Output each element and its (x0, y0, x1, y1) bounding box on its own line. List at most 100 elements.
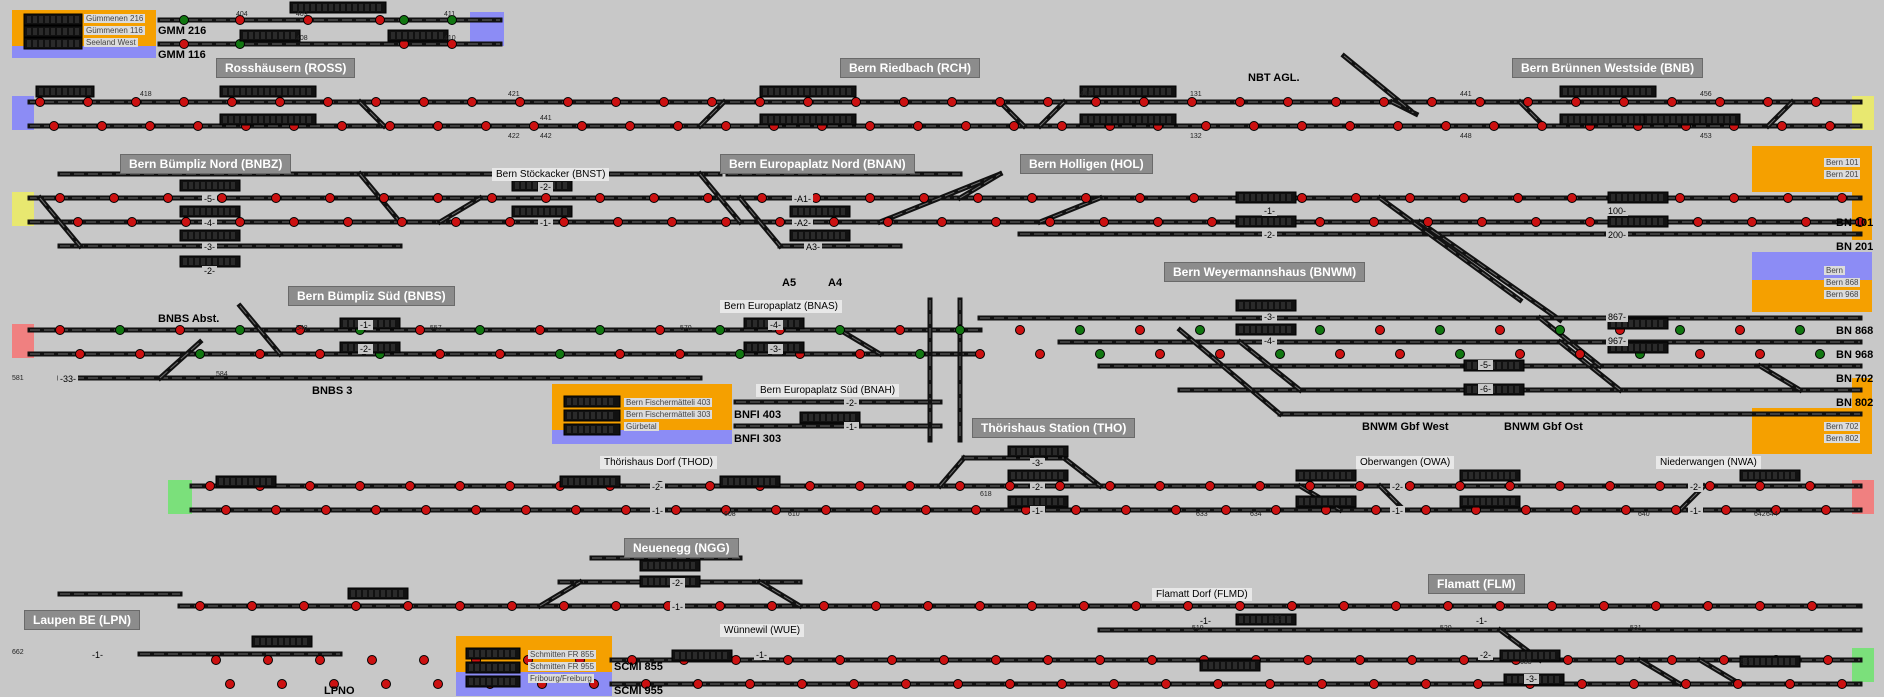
signal-lamp[interactable] (1537, 121, 1547, 131)
signal-lamp[interactable] (1423, 217, 1433, 227)
signal-lamp[interactable] (295, 325, 305, 335)
signal-lamp[interactable] (521, 505, 531, 515)
signal-lamp[interactable] (1153, 217, 1163, 227)
signal-lamp[interactable] (1005, 481, 1015, 491)
signal-lamp[interactable] (1571, 97, 1581, 107)
signal-lamp[interactable] (397, 217, 407, 227)
signal-lamp[interactable] (559, 601, 569, 611)
signal-lamp[interactable] (1807, 601, 1817, 611)
signal-lamp[interactable] (367, 655, 377, 665)
signal-lamp[interactable] (323, 97, 333, 107)
signal-lamp[interactable] (235, 15, 245, 25)
panel-bn-top-orange[interactable] (1752, 146, 1872, 192)
signal-lamp[interactable] (1235, 97, 1245, 107)
signal-lamp[interactable] (1043, 655, 1053, 665)
block-label-bnwm-ost[interactable]: BNWM Gbf Ost (1504, 421, 1583, 433)
signal-lamp[interactable] (991, 655, 1001, 665)
block-label-bnfi403[interactable]: BNFI 403 (734, 409, 782, 421)
signal-lamp[interactable] (179, 15, 189, 25)
signal-lamp[interactable] (721, 217, 731, 227)
signal-lamp[interactable] (1783, 193, 1793, 203)
signal-lamp[interactable] (263, 655, 273, 665)
signal-lamp[interactable] (1577, 679, 1587, 689)
signal-lamp[interactable] (315, 655, 325, 665)
signal-lamp[interactable] (529, 121, 539, 131)
signal-lamp[interactable] (179, 97, 189, 107)
signal-lamp[interactable] (1455, 481, 1465, 491)
signal-lamp[interactable] (1287, 601, 1297, 611)
signal-lamp[interactable] (1105, 481, 1115, 491)
signal-lamp[interactable] (1095, 349, 1105, 359)
signal-lamp[interactable] (175, 325, 185, 335)
signal-lamp[interactable] (961, 121, 971, 131)
block-label-bnbs3[interactable]: BNBS 3 (312, 385, 353, 397)
signal-lamp[interactable] (1443, 601, 1453, 611)
signal-lamp[interactable] (467, 97, 477, 107)
signal-lamp[interactable] (1599, 601, 1609, 611)
signal-lamp[interactable] (1815, 349, 1825, 359)
block-label-bn702[interactable]: BN 702 (1836, 373, 1874, 385)
signal-lamp[interactable] (1825, 121, 1835, 131)
signal-lamp[interactable] (1763, 97, 1773, 107)
signal-lamp[interactable] (1189, 193, 1199, 203)
block-label-a5[interactable]: A5 (782, 277, 797, 289)
signal-lamp[interactable] (1315, 325, 1325, 335)
signal-lamp[interactable] (455, 481, 465, 491)
signal-lamp[interactable] (1575, 349, 1585, 359)
signal-lamp[interactable] (381, 679, 391, 689)
signal-lamp[interactable] (895, 325, 905, 335)
signal-lamp[interactable] (1473, 679, 1483, 689)
signal-lamp[interactable] (1395, 349, 1405, 359)
signal-lamp[interactable] (135, 349, 145, 359)
signal-lamp[interactable] (1075, 325, 1085, 335)
signal-lamp[interactable] (1605, 481, 1615, 491)
signal-lamp[interactable] (505, 481, 515, 491)
signal-lamp[interactable] (671, 505, 681, 515)
signal-lamp[interactable] (1801, 217, 1811, 227)
signal-lamp[interactable] (1513, 193, 1523, 203)
signal-lamp[interactable] (1139, 97, 1149, 107)
signal-lamp[interactable] (1681, 679, 1691, 689)
signal-lamp[interactable] (255, 349, 265, 359)
signal-lamp[interactable] (1099, 217, 1109, 227)
signal-lamp[interactable] (221, 505, 231, 515)
signal-lamp[interactable] (399, 15, 409, 25)
signal-lamp[interactable] (849, 679, 859, 689)
signal-lamp[interactable] (865, 193, 875, 203)
signal-lamp[interactable] (595, 325, 605, 335)
signal-lamp[interactable] (975, 349, 985, 359)
signal-lamp[interactable] (351, 601, 361, 611)
signal-lamp[interactable] (1405, 481, 1415, 491)
signal-lamp[interactable] (471, 505, 481, 515)
signal-lamp[interactable] (707, 97, 717, 107)
signal-lamp[interactable] (1785, 679, 1795, 689)
signal-lamp[interactable] (419, 97, 429, 107)
signal-lamp[interactable] (1345, 121, 1355, 131)
signal-lamp[interactable] (1489, 121, 1499, 131)
signal-lamp[interactable] (1375, 325, 1385, 335)
signal-lamp[interactable] (973, 193, 983, 203)
signal-lamp[interactable] (1837, 679, 1847, 689)
signal-lamp[interactable] (507, 601, 517, 611)
signal-lamp[interactable] (1435, 325, 1445, 335)
signal-lamp[interactable] (1297, 193, 1307, 203)
signal-lamp[interactable] (1155, 481, 1165, 491)
signal-lamp[interactable] (1215, 349, 1225, 359)
signal-lamp[interactable] (403, 601, 413, 611)
signal-lamp[interactable] (1057, 121, 1067, 131)
signal-lamp[interactable] (819, 601, 829, 611)
signal-lamp[interactable] (1747, 217, 1757, 227)
signal-lamp[interactable] (1615, 655, 1625, 665)
signal-lamp[interactable] (271, 505, 281, 515)
signal-lamp[interactable] (1131, 601, 1141, 611)
signal-lamp[interactable] (1495, 325, 1505, 335)
signal-lamp[interactable] (1221, 505, 1231, 515)
signal-lamp[interactable] (131, 97, 141, 107)
signal-lamp[interactable] (1009, 121, 1019, 131)
signal-lamp[interactable] (693, 679, 703, 689)
signal-lamp[interactable] (1207, 217, 1217, 227)
signal-lamp[interactable] (715, 601, 725, 611)
signal-lamp[interactable] (783, 655, 793, 665)
signal-lamp[interactable] (1427, 97, 1437, 107)
signal-lamp[interactable] (887, 655, 897, 665)
